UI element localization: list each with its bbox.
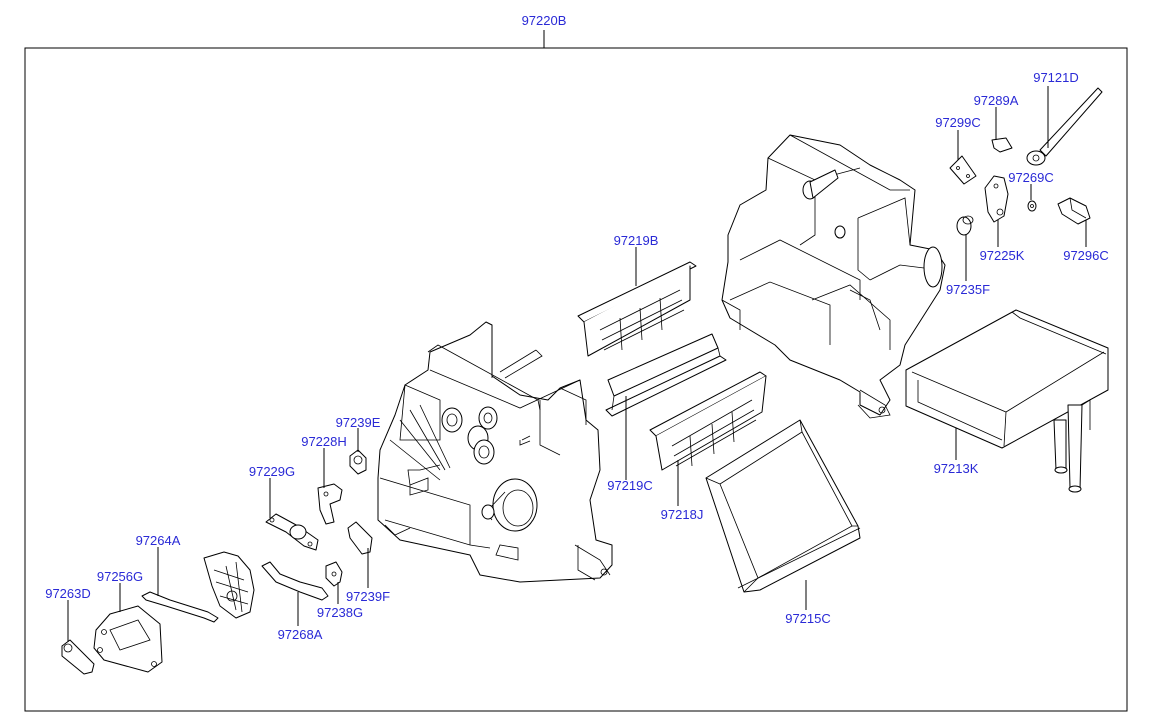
part-label-97229G[interactable]: 97229G <box>249 464 295 479</box>
part-label-97239F[interactable]: 97239F <box>346 589 390 604</box>
assembly-label-97220B[interactable]: 97220B <box>522 13 567 28</box>
bracket-97299C <box>949 155 977 185</box>
link-97238G <box>325 561 343 587</box>
part-label-97225K[interactable]: 97225K <box>980 248 1025 263</box>
link-97263D <box>61 639 95 675</box>
link-97239F <box>347 521 373 555</box>
lever-97225K <box>984 175 1009 223</box>
part-label-97299C[interactable]: 97299C <box>935 115 981 130</box>
evaporator-97215C <box>705 419 861 593</box>
part-label-97235F[interactable]: 97235F <box>946 282 990 297</box>
part-label-97289A[interactable]: 97289A <box>974 93 1019 108</box>
filter-97219C <box>605 333 727 417</box>
assembly-frame <box>24 47 1128 712</box>
actuator-97235F <box>956 215 974 236</box>
part-label-97213K[interactable]: 97213K <box>934 461 979 476</box>
heater-core-97213K <box>905 309 1109 493</box>
blower-case <box>377 321 613 583</box>
bracket-97296C <box>1057 197 1091 225</box>
part-label-97239E[interactable]: 97239E <box>336 415 381 430</box>
part-label-97264A[interactable]: 97264A <box>136 533 181 548</box>
part-label-97219C[interactable]: 97219C <box>607 478 653 493</box>
part-label-97228H[interactable]: 97228H <box>301 434 347 449</box>
rod-97268A <box>261 561 329 601</box>
part-label-97296C[interactable]: 97296C <box>1063 248 1109 263</box>
part-labels: 97121D 97289A 97299C 97269C 97225K 97296… <box>45 70 1109 642</box>
washer-97269C <box>1027 200 1037 212</box>
rod-97264A <box>141 591 219 623</box>
upper-case <box>721 134 946 419</box>
plate-97229G <box>265 513 319 551</box>
part-label-97121D[interactable]: 97121D <box>1033 70 1079 85</box>
clip-97289A <box>991 137 1013 153</box>
part-label-97218J[interactable]: 97218J <box>661 507 704 522</box>
gear-plate <box>203 551 255 619</box>
part-label-97215C[interactable]: 97215C <box>785 611 831 626</box>
part-label-97268A[interactable]: 97268A <box>278 627 323 642</box>
filter-97218J <box>649 371 767 471</box>
part-label-97256G[interactable]: 97256G <box>97 569 143 584</box>
rod-97121D <box>1026 87 1103 166</box>
lever-97228H <box>317 483 343 525</box>
part-label-97263D[interactable]: 97263D <box>45 586 91 601</box>
leader-lines <box>67 86 1087 642</box>
part-label-97238G[interactable]: 97238G <box>317 605 363 620</box>
part-label-97269C[interactable]: 97269C <box>1008 170 1054 185</box>
link-97239E <box>349 449 367 475</box>
cover-97256G <box>93 605 163 673</box>
part-label-97219B[interactable]: 97219B <box>614 233 659 248</box>
filter-97219B <box>577 261 697 357</box>
